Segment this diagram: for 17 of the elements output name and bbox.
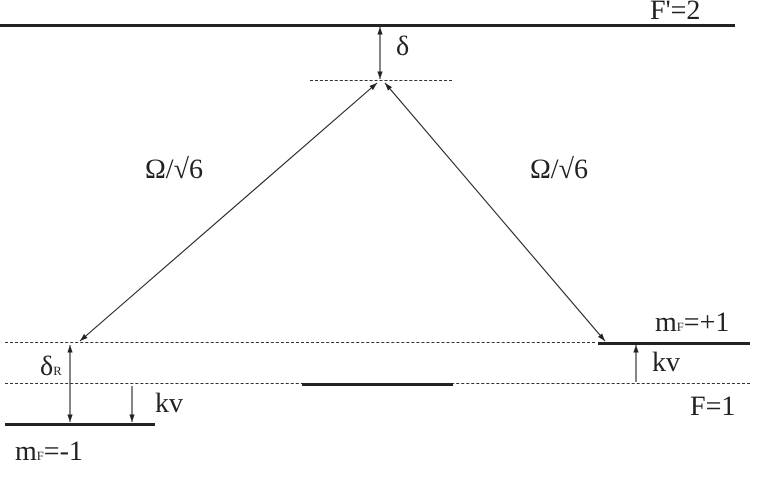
transition-arrow <box>384 82 606 342</box>
transition-arrow <box>129 386 135 422</box>
edge-label: kv <box>652 348 680 378</box>
transition-arrow <box>377 27 383 79</box>
edge-label: Ω/√6 <box>530 155 588 185</box>
transition-arrow <box>80 82 378 342</box>
edge-label: δ <box>396 32 410 62</box>
virtual-level-line <box>5 383 750 384</box>
transition-arrow <box>633 345 639 382</box>
edge-label: kv <box>155 389 183 419</box>
level-label: F'=2 <box>650 0 700 26</box>
level-label: F=1 <box>690 392 736 422</box>
edge-label: Ω/√6 <box>145 155 203 185</box>
virtual-level-line <box>310 80 452 81</box>
virtual-level-line <box>5 342 595 343</box>
transition-arrow <box>67 345 73 422</box>
energy-level-line <box>302 383 453 386</box>
